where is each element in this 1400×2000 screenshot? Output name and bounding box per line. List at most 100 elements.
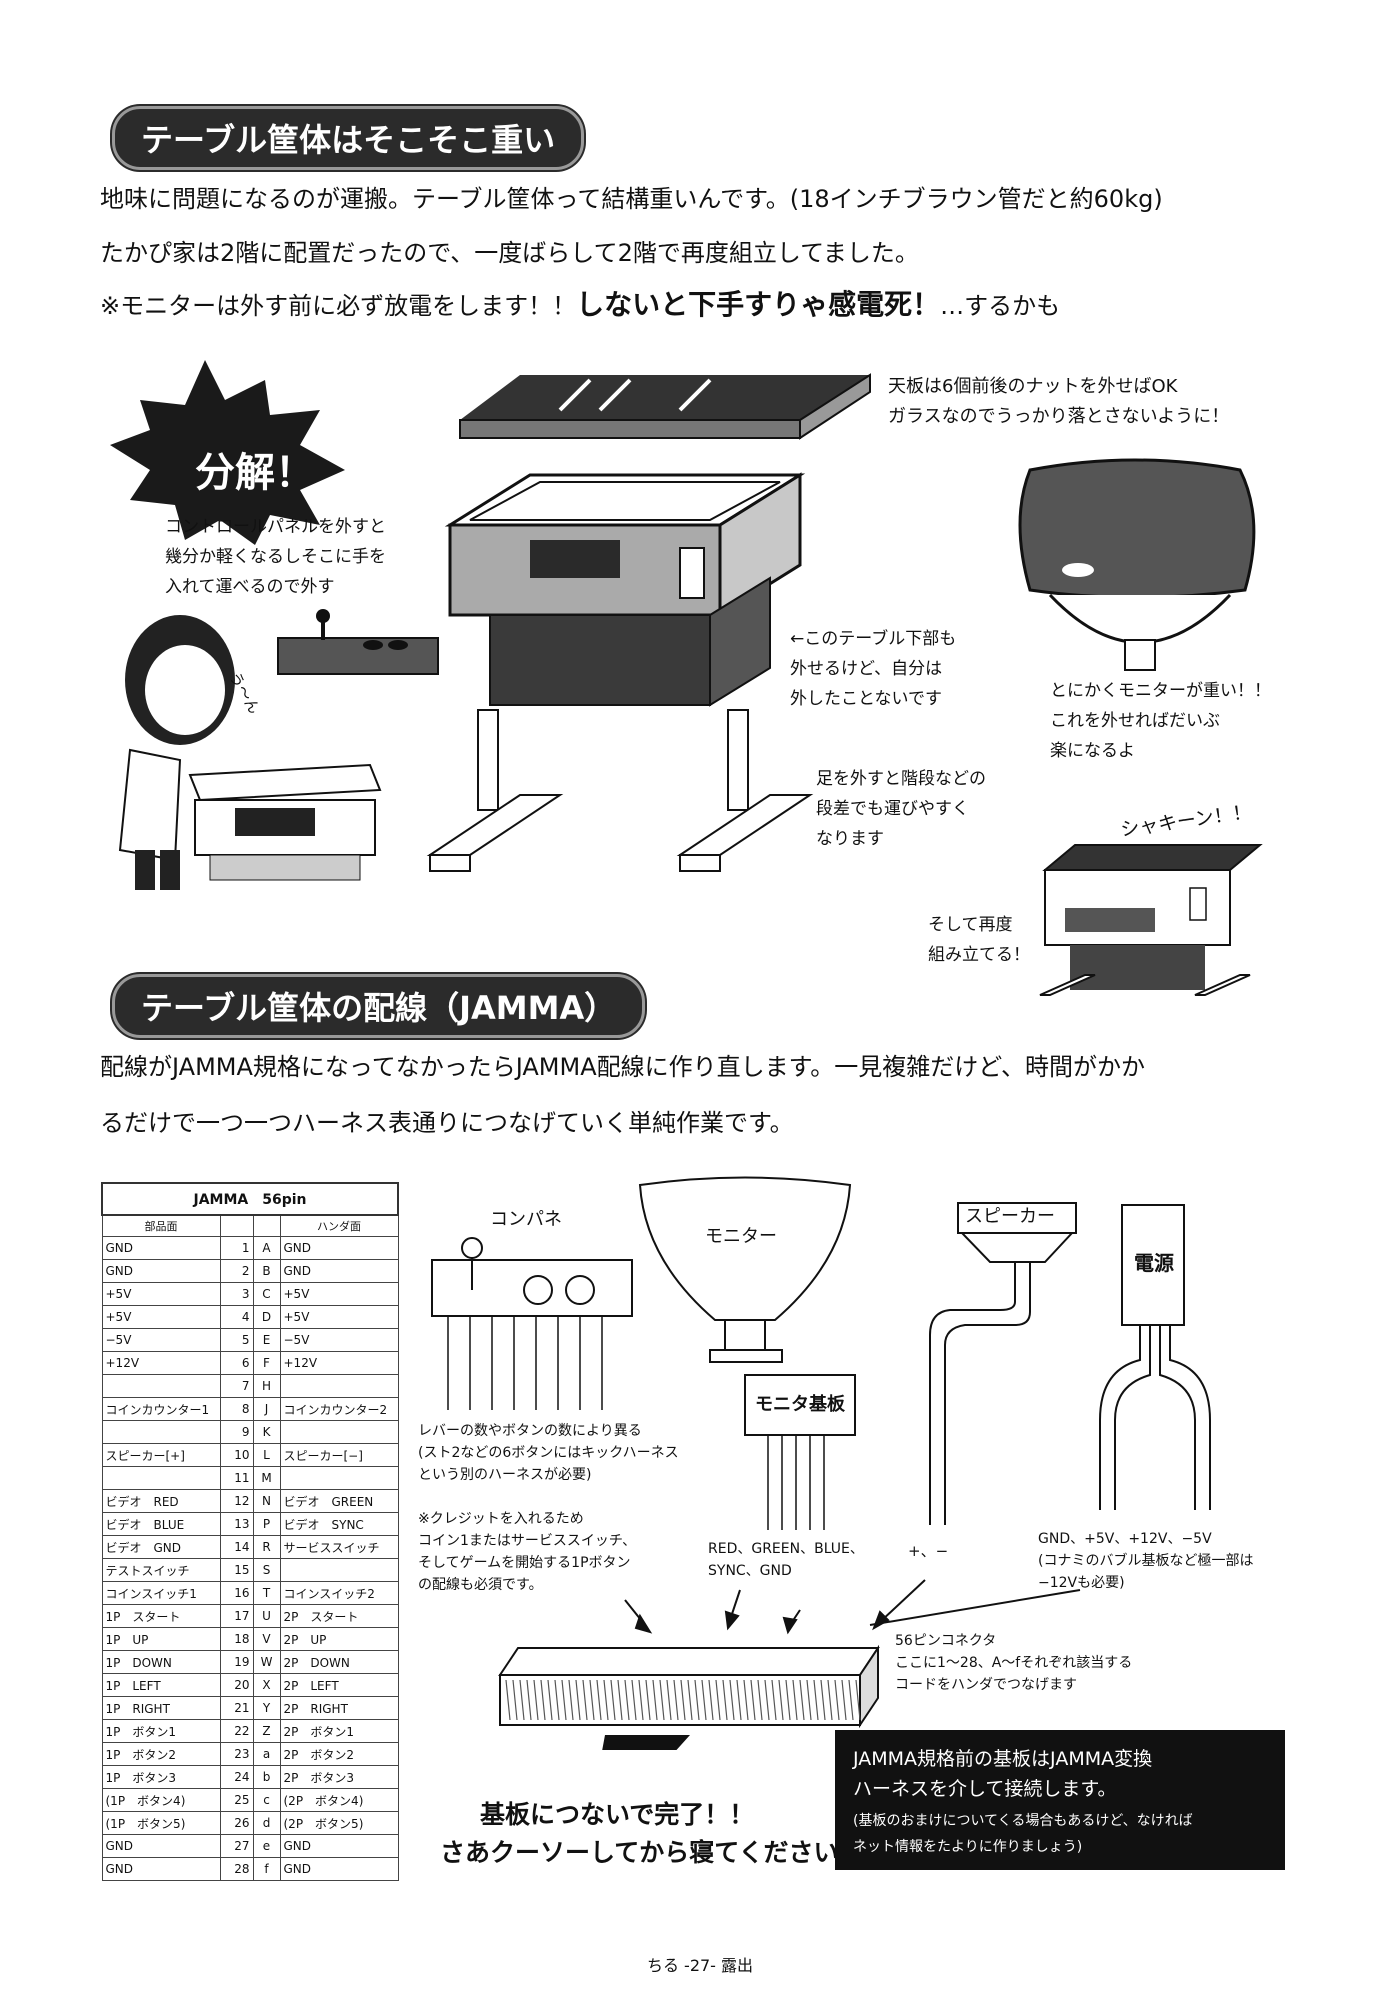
table-cell: 15: [219, 1558, 254, 1582]
table-cell: 2P スタート: [279, 1604, 399, 1628]
table-cell: 18: [219, 1627, 254, 1651]
label-monitor: モニター: [705, 1226, 777, 1247]
big-down-arrow: [602, 1735, 690, 1750]
table-cell: 2P RIGHT: [279, 1696, 399, 1720]
section-heading-jamma: テーブル筐体の配線（JAMMA）: [112, 974, 646, 1038]
note-credit: ※クレジットを入れるため コイン1またはサービススイッチ、 そしてゲームを開始す…: [418, 1511, 637, 1593]
label-power: 電源: [1134, 1251, 1174, 1275]
table-cell: (2P ボタン5): [279, 1811, 399, 1835]
table-cell: 5: [219, 1328, 254, 1352]
table-cell: T: [252, 1581, 281, 1605]
table-cell: 27: [219, 1834, 254, 1858]
table-cell: GND: [279, 1857, 399, 1881]
table-cell: 1P ボタン1: [101, 1719, 221, 1743]
table-cell: GND: [101, 1834, 221, 1858]
paragraph-second-floor: たかぴ家は2階に配置だったので、一度ばらして2階で再度組立してました。: [100, 239, 919, 267]
table-cell: 16: [219, 1581, 254, 1605]
table-cell: (2P ボタン4): [279, 1788, 399, 1812]
table-cell: 21: [219, 1696, 254, 1720]
table-cell: R: [252, 1535, 281, 1559]
crt-monitor: [1018, 458, 1256, 599]
table-cell: 2P ボタン1: [279, 1719, 399, 1743]
section-heading-heavy: テーブル筐体はそこそこ重い: [112, 106, 585, 170]
table-cell: W: [252, 1650, 281, 1674]
table-cell: 13: [219, 1512, 254, 1536]
table-cell: 1P RIGHT: [101, 1696, 221, 1720]
table-cell: 9: [219, 1420, 254, 1444]
wiring-diagram: [431, 1176, 1211, 1750]
table-cell: 12: [219, 1489, 254, 1513]
note-table-lower: ←このテーブル下部も 外せるけど、自分は 外したことないです: [790, 629, 957, 709]
table-cell: 2P DOWN: [279, 1650, 399, 1674]
note-panel-buttons: レバーの数やボタンの数により異る (スト2などの6ボタンにはキックハーネス とい…: [418, 1423, 679, 1483]
table-cell: 2: [219, 1259, 254, 1283]
label-speaker: スピーカー: [965, 1206, 1055, 1227]
table-cell: 6: [219, 1351, 254, 1375]
table-cell: 4: [219, 1305, 254, 1329]
table-cell: V: [252, 1627, 281, 1651]
note-reassemble: そして再度 組み立てる！: [928, 915, 1030, 965]
table-cell: [279, 1558, 399, 1582]
table-cell: 17: [219, 1604, 254, 1628]
table-cell: GND: [101, 1857, 221, 1881]
note-table-top: 天板は6個前後のナットを外せばOK ガラスなのでうっかり落とさないように！: [888, 376, 1230, 427]
table-cell: d: [252, 1811, 281, 1835]
table-cell: +5V: [279, 1305, 399, 1329]
note-speaker-polarity: +、−: [908, 1542, 949, 1560]
table-cell: 26: [219, 1811, 254, 1835]
table-cell: 24: [219, 1765, 254, 1789]
table-cell: K: [252, 1420, 281, 1444]
table-cell: 28: [219, 1857, 254, 1881]
warning-normal: ※モニターは外す前に必ず放電をします！！: [100, 292, 577, 320]
paragraph-jamma-2: るだけで一つ一つハーネス表通りにつなげていく単純作業です。: [100, 1109, 794, 1137]
monitor-shape: [638, 1176, 852, 1321]
warning-tail: …するかも: [940, 292, 1061, 320]
table-cell: 22: [219, 1719, 254, 1743]
table-cell: 1: [219, 1236, 254, 1260]
table-cell: サービススイッチ: [279, 1535, 399, 1559]
table-cell: 2P ボタン2: [279, 1742, 399, 1766]
table-cell: 1P LEFT: [101, 1673, 221, 1697]
table-cell: ビデオ SYNC: [279, 1512, 399, 1536]
table-cell: 1P スタート: [101, 1604, 221, 1628]
note-control-panel: コントロールパネルを外すと 幾分か軽くなるしそこに手を 入れて運べるので外す: [165, 517, 386, 597]
table-cell: GND: [279, 1259, 399, 1283]
table-cell: c: [252, 1788, 281, 1812]
table-cell: 10: [219, 1443, 254, 1467]
table-cell: f: [252, 1857, 281, 1881]
table-cell: +12V: [101, 1351, 221, 1375]
table-cell: スピーカー[+]: [101, 1443, 221, 1467]
table-cell: E: [252, 1328, 281, 1352]
table-cell: ビデオ RED: [101, 1489, 221, 1513]
paragraph-warning: ※モニターは外す前に必ず放電をします！！しないと下手すりゃ感電死！…するかも: [100, 288, 1060, 323]
paragraph-jamma-1: 配線がJAMMA規格になってなかったらJAMMA配線に作り直します。一見複雑だけ…: [100, 1053, 1146, 1081]
table-cell: U: [252, 1604, 281, 1628]
table-cell: M: [252, 1466, 281, 1490]
label-control-panel: コンパネ: [490, 1209, 562, 1230]
table-cell: H: [252, 1374, 281, 1398]
table-cell: (1P ボタン4): [101, 1788, 221, 1812]
table-cell: [101, 1466, 221, 1490]
note-power-voltages: GND、+5V、+12V、−5V (コナミのバブル基板など極一部は −12Vも必…: [1038, 1531, 1254, 1591]
table-cell: L: [252, 1443, 281, 1467]
table-cell: コインスイッチ1: [101, 1581, 221, 1605]
table-cell: 7: [219, 1374, 254, 1398]
table-cell: B: [252, 1259, 281, 1283]
table-cell: F: [252, 1351, 281, 1375]
table-cell: −5V: [101, 1328, 221, 1352]
table-cell: 14: [219, 1535, 254, 1559]
table-cell: コインスイッチ2: [279, 1581, 399, 1605]
disassembly-illustration: [110, 360, 1263, 996]
table-cell: [101, 1420, 221, 1444]
table-cell: [279, 1420, 399, 1444]
